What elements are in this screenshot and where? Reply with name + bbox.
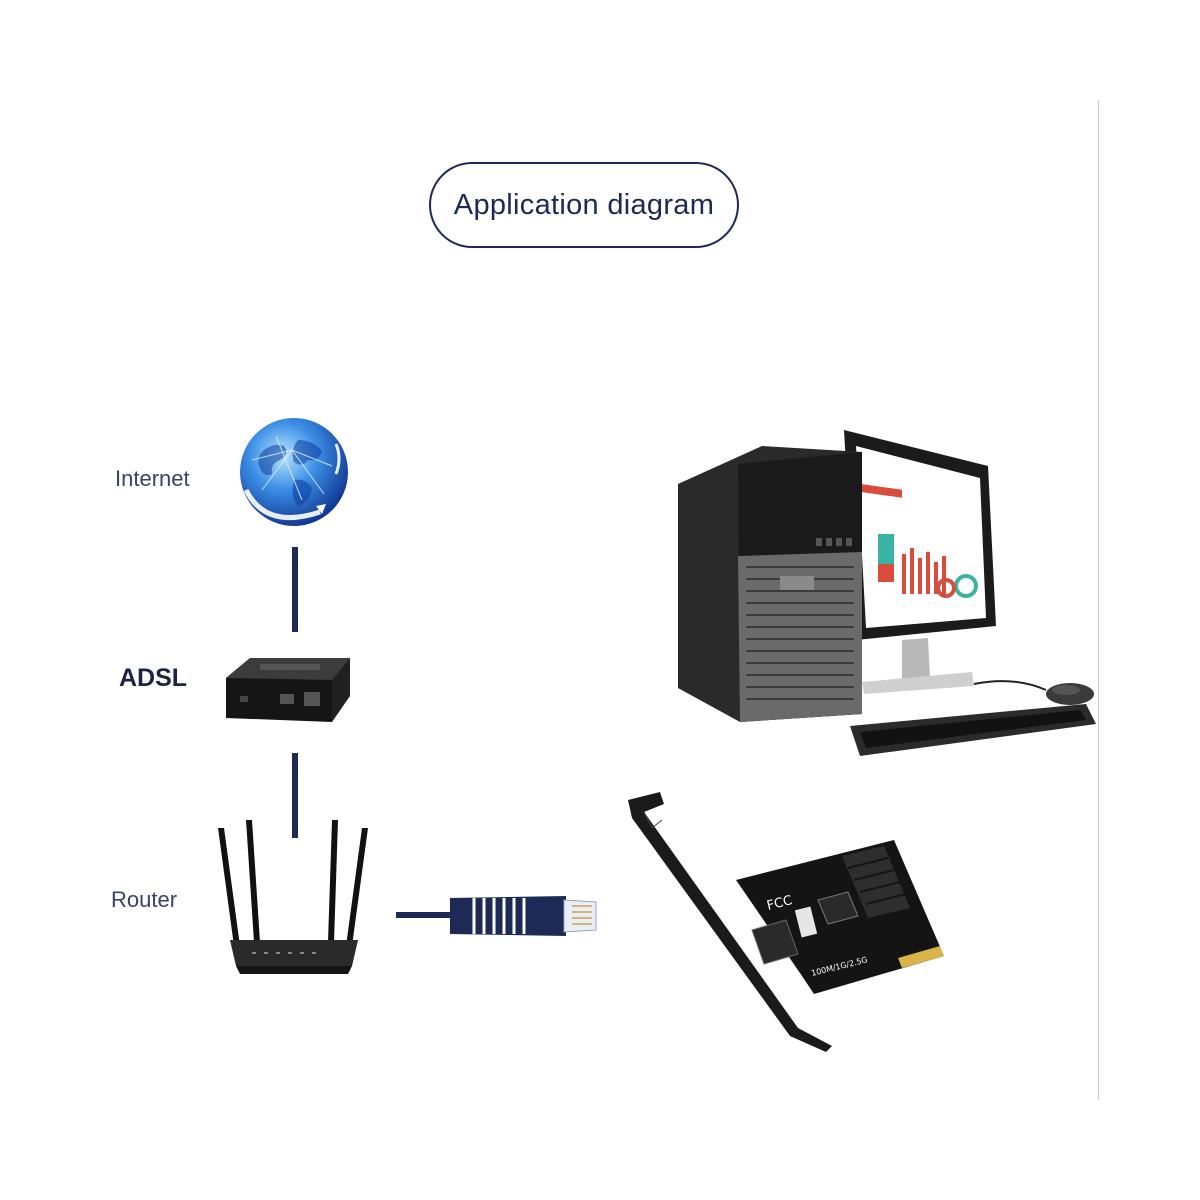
internet-label: Internet xyxy=(115,466,190,491)
router-icon xyxy=(218,820,368,974)
network-card-icon: FCC 100M/1G/2.5G xyxy=(628,792,944,1052)
connector-adsl-router xyxy=(292,753,298,838)
connector-internet-adsl xyxy=(292,547,298,632)
desktop-computer-icon xyxy=(678,430,1096,756)
globe-icon xyxy=(240,418,348,526)
adsl-label: ADSL xyxy=(119,664,188,692)
adsl-modem-icon xyxy=(226,658,350,722)
diagram-title: Application diagram xyxy=(429,162,739,248)
fcc-marking: FCC xyxy=(765,893,794,914)
ethernet-cable-icon xyxy=(396,896,597,936)
diagram-title-text: Application diagram xyxy=(453,188,715,221)
router-label: Router xyxy=(111,887,178,912)
right-divider xyxy=(1098,100,1099,1100)
